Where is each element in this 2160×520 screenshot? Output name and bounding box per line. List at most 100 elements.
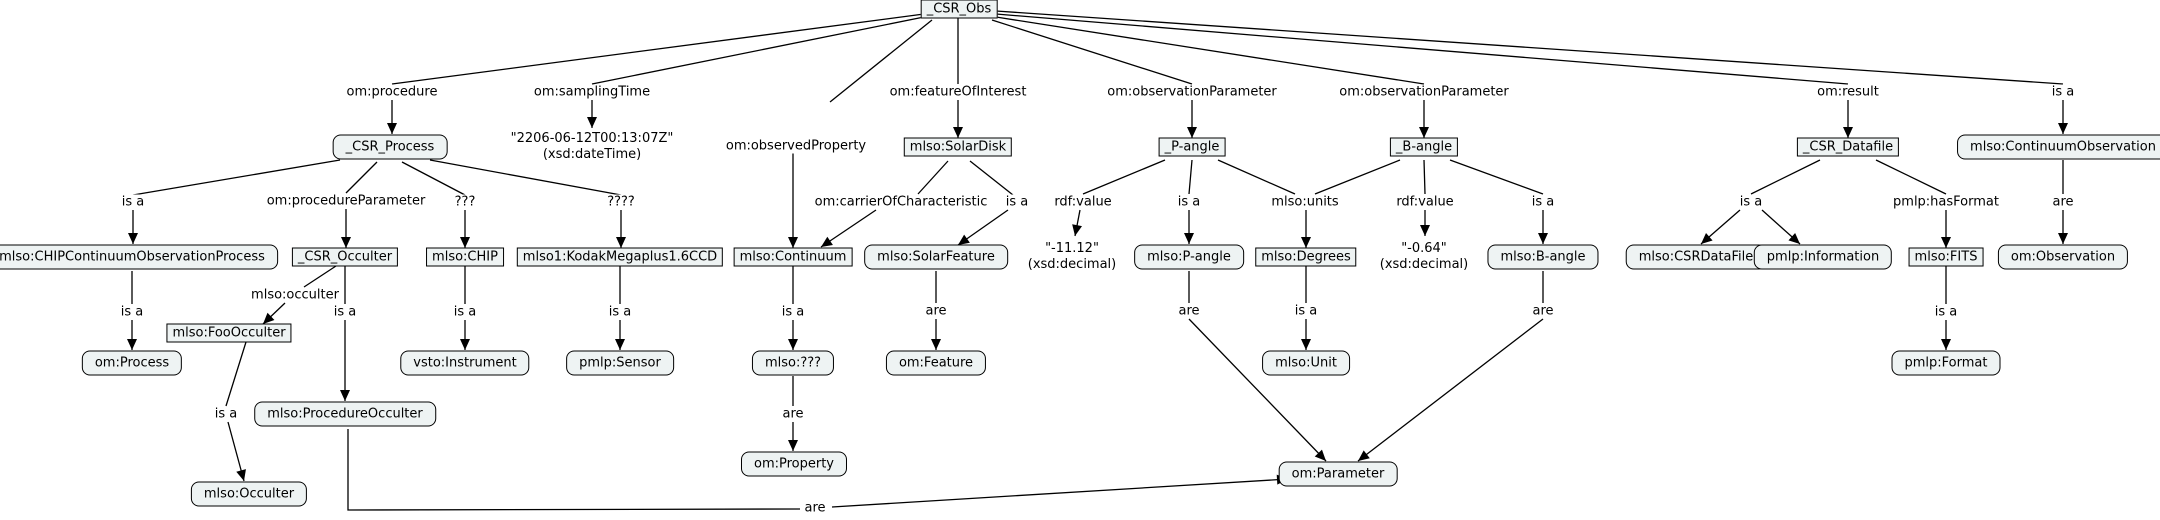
node-om-feature[interactable]: om:Feature [885,350,987,376]
edge-label-observation-parameter-b: om:observationParameter [1337,84,1511,100]
edge-label-kodak-is-a: is a [606,304,634,320]
node-degrees[interactable]: mlso:Degrees [1255,247,1357,267]
arrow-p-angle-are-arrowhead [1314,449,1326,461]
edge-label-b-angle-are: are [1530,303,1556,319]
node-solar-disk[interactable]: mlso:SolarDisk [903,137,1013,157]
edge-label-foo-occulter-is-a: is a [212,406,240,422]
arrow-datafile-is-a-1-arrowhead [1701,233,1713,244]
edge-label-occulter-is-a: is a [331,304,359,320]
edge-label-continuum-observation-are: are [2050,194,2076,210]
arrow-procedure-arrowhead [387,123,397,134]
node-continuum-observation[interactable]: mlso:ContinuumObservation [1957,134,2160,160]
arrow-p-rdf-value-arrowhead [1072,224,1082,236]
node-solar-feature[interactable]: mlso:SolarFeature [864,244,1008,270]
edge-label-chip-process-is-a: is a [118,304,146,320]
edge-p-rdf-value [1082,159,1166,195]
node-csr-occulter[interactable]: _CSR_Occulter [291,247,399,267]
edge-process-is-a [132,159,341,196]
edge-b-units [1314,159,1401,195]
edge-process-parameter [345,161,378,194]
literal-p-angle-type: (xsd:decimal) [1027,257,1117,272]
literal-b-angle-value: "-0.64" (xsd:decimal) [1380,241,1469,273]
edge-label-solar-feature-are: are [923,303,949,319]
arrow-unknown-are-arrowhead [788,440,798,451]
node-b-angle-instance[interactable]: _B-angle [1389,137,1459,157]
arrow-p-units-arrowhead [1301,237,1311,248]
arrow-result-arrowhead [1843,127,1853,138]
arrow-param-p-arrowhead [1187,127,1197,138]
edge-label-chip-is-a: is a [451,304,479,320]
edge-b-is-a [1449,159,1544,195]
edge-label-process-unknown-2: ???? [605,194,637,210]
arrow-p-angle-are [1188,318,1327,462]
edge-label-result: om:result [1815,84,1881,100]
edge-obs-param-p [991,19,1193,85]
node-foo-occulter[interactable]: mlso:FooOcculter [166,323,292,343]
node-mlso-unit[interactable]: mlso:Unit [1262,350,1350,376]
edge-label-observed-property: om:observedProperty [723,138,869,154]
arrow-observed-property-arrowhead [788,237,798,248]
literal-sampling-time: "2206-06-12T00:13:07Z" (xsd:dateTime) [511,131,674,163]
node-p-angle-instance[interactable]: _P-angle [1158,137,1226,157]
arrow-p-is-a-arrowhead [1184,233,1194,244]
arrow-process-qqq-arrowhead [460,237,470,248]
edge-obs-sampling-time [591,16,925,85]
node-mlso-b-angle[interactable]: mlso:B-angle [1487,244,1599,270]
edge-label-procedure-occulter-are: are [802,500,828,516]
arrow-fits-is-a-arrowhead [1941,339,1951,350]
edge-procedure-occulter-are [347,429,801,511]
node-continuum[interactable]: mlso:Continuum [733,247,853,267]
edge-label-p-angle-are: are [1176,303,1202,319]
node-om-observation[interactable]: om:Observation [1997,244,2129,270]
arrow-feature-of-interest-arrowhead [953,127,963,138]
node-csr-datafile-class[interactable]: mlso:CSRDataFile [1625,244,1767,270]
node-kodak-megaplus-ccd[interactable]: mlso1:KodakMegaplus1.6CCD [516,247,724,267]
node-mlso-p-angle[interactable]: mlso:P-angle [1134,244,1244,270]
edge-process-qqqq [429,159,622,196]
arrow-b-is-a-arrowhead [1538,233,1548,244]
node-mlso-occulter[interactable]: mlso:Occulter [190,481,308,507]
node-om-property[interactable]: om:Property [740,451,848,477]
arrow-chip-process-is-a-arrowhead [127,339,137,350]
edge-label-degrees-is-a: is a [1292,303,1320,319]
edge-label-has-format: pmlp:hasFormat [1891,194,2001,210]
node-mlso-unknown[interactable]: mlso:??? [751,350,835,376]
edge-p-is-a [1188,159,1193,195]
arrow-param-b-arrowhead [1419,127,1429,138]
edge-label-fits-is-a: is a [1932,304,1960,320]
edge-obs-is-a [995,10,2064,85]
edge-label-procedure: om:procedure [344,84,440,100]
arrow-sampling-time-arrowhead [587,117,597,128]
node-csr-obs[interactable]: _CSR_Obs [920,0,998,19]
node-pmlp-format[interactable]: pmlp:Format [1891,350,2001,376]
node-om-process[interactable]: om:Process [81,350,183,376]
arrow-chip-is-a-arrowhead [460,339,470,350]
node-pmlp-sensor[interactable]: pmlp:Sensor [566,350,674,376]
node-procedure-occulter[interactable]: mlso:ProcedureOcculter [254,401,436,427]
arrow-process-qqqq-arrowhead [616,237,626,248]
arrow-disk-is-a-arrowhead [958,234,970,245]
literal-sampling-time-type: (xsd:dateTime) [542,147,642,162]
node-chip[interactable]: mlso:CHIP [426,247,504,267]
edge-label-units: mlso:units [1269,194,1341,210]
node-pmlp-information[interactable]: pmlp:Information [1753,244,1893,270]
arrow-continuum-is-a-arrowhead [788,339,798,350]
arrow-degrees-is-a-arrowhead [1301,339,1311,350]
literal-p-angle-value: "-11.12" (xsd:decimal) [1028,241,1117,273]
node-chip-continuum-observation-process[interactable]: mlso:CHIPContinuumObservationProcess [0,244,278,270]
arrow-datafile-has-format-arrowhead [1941,237,1951,248]
arrow-disk-carrier-arrowhead [821,236,833,247]
literal-b-angle-type: (xsd:decimal) [1379,257,1469,272]
node-csr-datafile[interactable]: _CSR_Datafile [1796,137,1900,157]
node-fits[interactable]: mlso:FITS [1908,247,1984,267]
edge-occulter-rel [303,265,337,288]
node-vsto-instrument[interactable]: vsto:Instrument [400,350,530,376]
arrow-b-angle-are-arrowhead [1358,450,1370,461]
node-csr-process[interactable]: _CSR_Process [332,134,448,160]
edge-label-process-is-a: is a [119,194,147,210]
node-om-parameter[interactable]: om:Parameter [1278,461,1398,487]
edge-label-carrier-of-characteristic: om:carrierOfCharacteristic [812,194,990,210]
edge-b-rdf-value [1423,159,1426,195]
